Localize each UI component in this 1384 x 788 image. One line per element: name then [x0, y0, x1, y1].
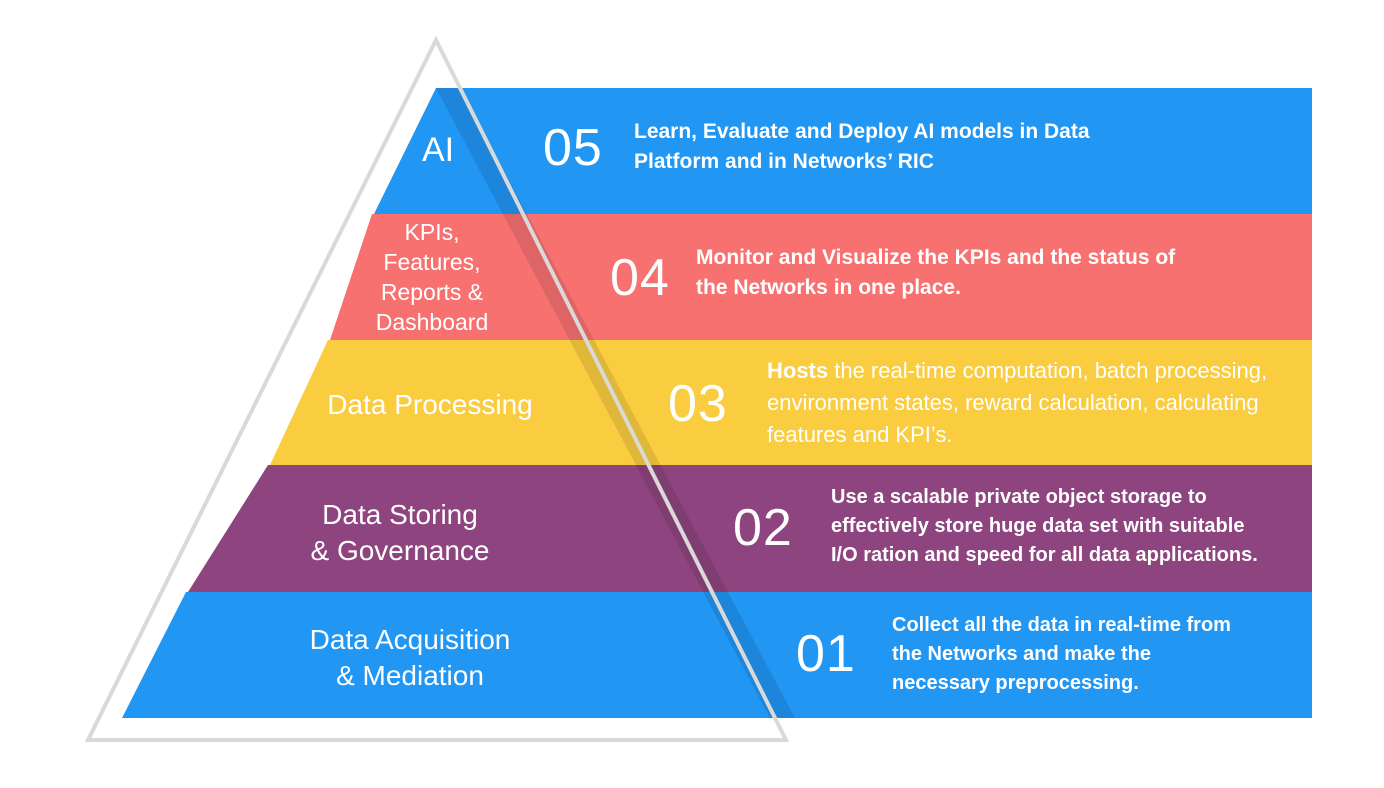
layer-label-processing: Data Processing	[327, 389, 533, 420]
layer-description-ai: Learn, Evaluate and Deploy AI models in …	[634, 120, 1090, 174]
layer-label-storing: Data Storing & Governance	[310, 499, 490, 567]
layer-number-03: 03	[668, 375, 728, 433]
layer-description-kpis: Monitor and Visualize the KPIs and the s…	[696, 246, 1176, 300]
layer-description-storing: Use a scalable private object storage to…	[831, 486, 1258, 566]
description-rest: the real-time computation, batch process…	[767, 358, 1268, 447]
layer-label-ai: AI	[421, 131, 455, 169]
layer-number-04: 04	[610, 249, 670, 307]
layer-description-processing: Hosts the real-time computation, batch p…	[767, 355, 1287, 451]
layer-band-acquisition	[122, 592, 1312, 718]
layer-band-storing	[188, 465, 1312, 592]
layer-number-02: 02	[733, 499, 793, 557]
layer-description-acquisition: Collect all the data in real-time from t…	[892, 614, 1231, 694]
layer-label-acquisition: Data Acquisition & Mediation	[309, 624, 511, 692]
layer-band-kpis	[330, 214, 1312, 340]
description-lead-hosts: Hosts	[767, 358, 829, 383]
layer-label-kpis: KPIs, Features, Reports & Dashboard	[375, 219, 489, 335]
pyramid-outline	[84, 35, 790, 742]
layer-number-05: 05	[543, 119, 603, 177]
layer-band-ai	[374, 88, 1312, 214]
layer-band-processing	[270, 340, 1312, 465]
layer-number-01: 01	[796, 625, 856, 683]
